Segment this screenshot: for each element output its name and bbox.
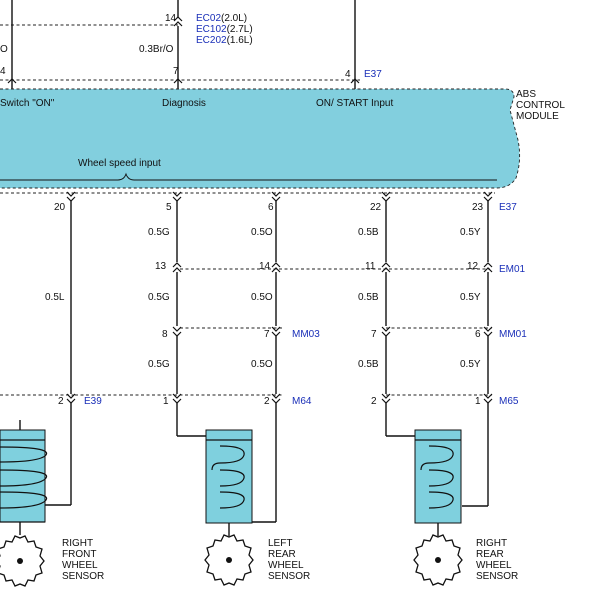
connector-label: M65 xyxy=(499,396,519,407)
wheel-speed-input-label: Wheel speed input xyxy=(78,158,161,169)
pin-label: 7 xyxy=(173,66,179,77)
wire-spec-label: O xyxy=(0,44,8,55)
connector-label: E39 xyxy=(84,396,102,407)
wire-spec-label: 0.5B xyxy=(358,292,379,303)
pin-label: 6 xyxy=(268,202,274,213)
pin-label: 7 xyxy=(264,329,270,340)
module-label-on-start: ON/ START Input xyxy=(316,98,393,109)
connector-label: EC202(1.6L) xyxy=(196,35,253,46)
pin-label: 2 xyxy=(264,396,270,407)
sensor-coil-body xyxy=(205,429,253,524)
connector-id: EC02 xyxy=(196,13,221,24)
gear-icon xyxy=(413,534,463,586)
wire-spec-label: 0.5Y xyxy=(460,359,481,370)
module-label-switch-on: Switch "ON" xyxy=(0,98,55,109)
connector-label: EM01 xyxy=(499,264,526,275)
connector-note: (1.6L) xyxy=(227,35,253,46)
wire-spec-label: 0.5O xyxy=(251,292,273,303)
gear-icon xyxy=(204,534,254,586)
connector-label: E37 xyxy=(499,202,517,213)
pin-label: 1 xyxy=(163,396,169,407)
pin-label: 4 xyxy=(0,66,6,77)
sensor-label: RIGHT xyxy=(62,538,93,549)
connector-label: MM01 xyxy=(499,329,527,340)
sensor-label: RIGHT xyxy=(476,538,507,549)
sensor-label: REAR xyxy=(476,549,504,560)
pin-label: 5 xyxy=(166,202,172,213)
sensor-label: WHEEL xyxy=(476,560,512,571)
wire-spec-label: 0.3Br/O xyxy=(139,44,174,55)
module-label-diagnosis: Diagnosis xyxy=(162,98,206,109)
left-rear-sensor-circuit: 5 6 0.5G 0.5O 13 14 0.5G 0.5O 8 7 MM03 0… xyxy=(75,191,490,586)
connector-label: M64 xyxy=(292,396,312,407)
connector-label: EC02(2.0L) xyxy=(196,13,247,24)
pin-label: 23 xyxy=(472,202,484,213)
connector-id: EC102 xyxy=(196,24,227,35)
connector-id: EC202 xyxy=(196,35,227,46)
pin-label: 7 xyxy=(371,329,377,340)
module-title: CONTROL xyxy=(516,100,565,111)
sensor-coil-body xyxy=(414,429,462,524)
connector-note: (2.0L) xyxy=(221,13,247,24)
wire-spec-label: 0.5O xyxy=(251,227,273,238)
sensor-label: LEFT xyxy=(268,538,292,549)
wire-spec-label: 0.5Y xyxy=(460,292,481,303)
pin-label: 12 xyxy=(467,261,479,272)
sensor-label: SENSOR xyxy=(62,571,104,582)
pin-label: 14 xyxy=(165,13,177,24)
connector-label: MM03 xyxy=(292,329,320,340)
top-wiring: 14 EC02(2.0L) EC102(2.7L) EC202(1.6L) 0.… xyxy=(0,0,382,90)
pin-label: 22 xyxy=(370,202,382,213)
connector-label: EC102(2.7L) xyxy=(196,24,253,35)
wire-spec-label: 0.5Y xyxy=(460,227,481,238)
wire-spec-label: 0.5G xyxy=(148,227,170,238)
pin-label: 13 xyxy=(155,261,167,272)
pin-label: 20 xyxy=(54,202,66,213)
pin-label: 2 xyxy=(58,396,64,407)
sensor-label: FRONT xyxy=(62,549,96,560)
wire-spec-label: 0.5O xyxy=(251,359,273,370)
right-rear-sensor-circuit: 22 23 E37 0.5B 0.5Y 11 12 EM01 0.5B 0.5Y… xyxy=(285,191,527,586)
connector-note: (2.7L) xyxy=(227,24,253,35)
sensor-label: REAR xyxy=(268,549,296,560)
right-front-sensor-circuit: 20 0.5L 2 E39 RIGHT FRONT WHEEL SENSOR xyxy=(0,191,104,587)
pin-label: 2 xyxy=(371,396,377,407)
pin-label: 1 xyxy=(475,396,481,407)
pin-label: 11 xyxy=(365,261,376,272)
sensor-label: SENSOR xyxy=(268,571,310,582)
pin-label: 6 xyxy=(475,329,481,340)
pin-label: 4 xyxy=(345,69,351,80)
wire-spec-label: 0.5B xyxy=(358,227,379,238)
wire-spec-label: 0.5B xyxy=(358,359,379,370)
pin-label: 8 xyxy=(162,329,168,340)
module-title: MODULE xyxy=(516,111,559,122)
wire-spec-label: 0.5L xyxy=(45,292,65,303)
sensor-label: SENSOR xyxy=(476,571,518,582)
sensor-label: WHEEL xyxy=(268,560,304,571)
connector-label: E37 xyxy=(364,69,382,80)
wire-spec-label: 0.5G xyxy=(148,359,170,370)
module-title: ABS xyxy=(516,89,536,100)
gear-icon xyxy=(0,535,45,587)
pin-label: 14 xyxy=(259,261,271,272)
sensor-label: WHEEL xyxy=(62,560,98,571)
wire-spec-label: 0.5G xyxy=(148,292,170,303)
abs-control-module: Switch "ON" Diagnosis ON/ START Input AB… xyxy=(0,88,565,189)
